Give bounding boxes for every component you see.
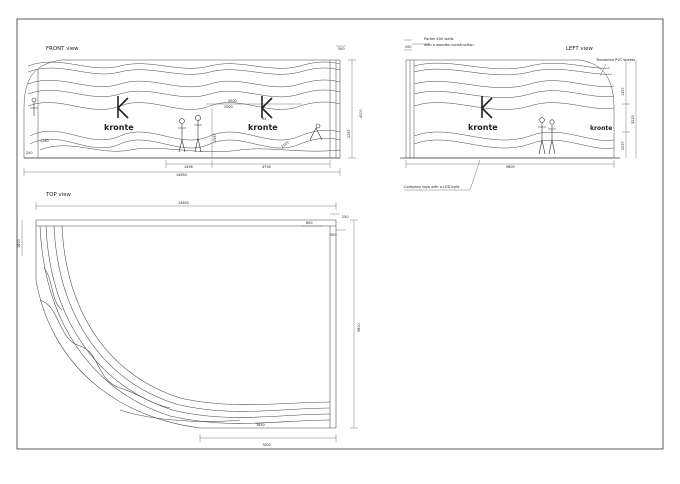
left-logo-text: kronte: [468, 123, 498, 132]
left-logo: kronte kronte: [468, 96, 612, 132]
front-dim-h-total: 4000: [359, 109, 363, 118]
top-dim-bottom: 7000: [262, 443, 271, 447]
annotation-pvc-note: Tensioned PVC sheets: [595, 58, 635, 62]
front-view-title: FRONT view: [46, 46, 79, 52]
top-dim-corner-c: 300: [330, 233, 336, 237]
front-dim-diag: 2125: [280, 141, 289, 149]
logo-k-icon: [117, 96, 129, 119]
front-dim-upper-b: 2000: [228, 99, 237, 103]
top-dim-corner-a: 600: [306, 221, 312, 225]
front-logo-right: kronte: [248, 96, 278, 132]
front-dim-h-inner: 2587: [213, 133, 217, 142]
top-dim-side: 7850: [256, 423, 265, 427]
front-human-figures: [30, 97, 323, 153]
front-view: FRONT view kronte kronte: [23, 45, 363, 177]
front-dim-h-mid: 2287: [347, 129, 351, 138]
left-view-title: LEFT view: [566, 46, 593, 52]
annotations: Partec 400 walls with a wooden construct…: [404, 37, 635, 189]
front-dim-small-top: 500: [338, 47, 344, 51]
front-logo-text-left: kronte: [104, 123, 134, 132]
annotation-logo-note: Company logo with a LED light: [404, 185, 460, 189]
front-outline: [23, 59, 341, 159]
front-dim-small-mid: 1280: [40, 139, 49, 143]
top-dim-depth: 9800: [357, 323, 361, 332]
top-view-title: TOP view: [45, 192, 72, 198]
top-dimension-lines: [21, 202, 358, 442]
left-dim-h1: 1357: [621, 87, 625, 96]
left-dim-small-top: 200: [405, 45, 411, 49]
top-view: TOP view 146: [17, 192, 361, 447]
front-dim-seg-b: 4756: [262, 165, 271, 169]
left-outline: [405, 59, 615, 159]
left-dimension-lines: [404, 39, 637, 191]
left-dim-h3: 2237: [621, 141, 625, 150]
top-dim-left-small: 1800: [17, 239, 21, 248]
left-logo-text-side: kronte: [590, 125, 612, 132]
left-dim-h2: 3229: [631, 115, 635, 124]
top-dim-overall: 14650: [178, 201, 189, 205]
front-dimension-lines: [23, 45, 356, 176]
top-dim-corner-b: 250: [342, 215, 348, 219]
annotation-wall-note-2: with a wooden construction: [424, 43, 474, 47]
left-view: LEFT view kronte kronte: [400, 39, 637, 191]
front-logo-text-right: kronte: [248, 123, 278, 132]
front-dim-seg-a: 1458: [184, 165, 193, 169]
annotation-wall-note-1: Partec 400 walls: [424, 37, 454, 41]
sheet-border: [16, 18, 664, 450]
left-dim-overall: 9800: [506, 165, 515, 169]
front-dim-overall: 14650: [176, 173, 187, 177]
logo-k-icon: [481, 96, 493, 119]
front-logo-left: kronte: [104, 96, 134, 132]
logo-k-icon: [261, 96, 273, 119]
front-dim-small-left: 250: [26, 151, 32, 155]
top-outline: [35, 219, 337, 429]
front-dim-radius: R4: [262, 117, 267, 121]
left-human-figures: [538, 117, 556, 155]
front-dim-upper-a: 2000: [224, 105, 233, 109]
